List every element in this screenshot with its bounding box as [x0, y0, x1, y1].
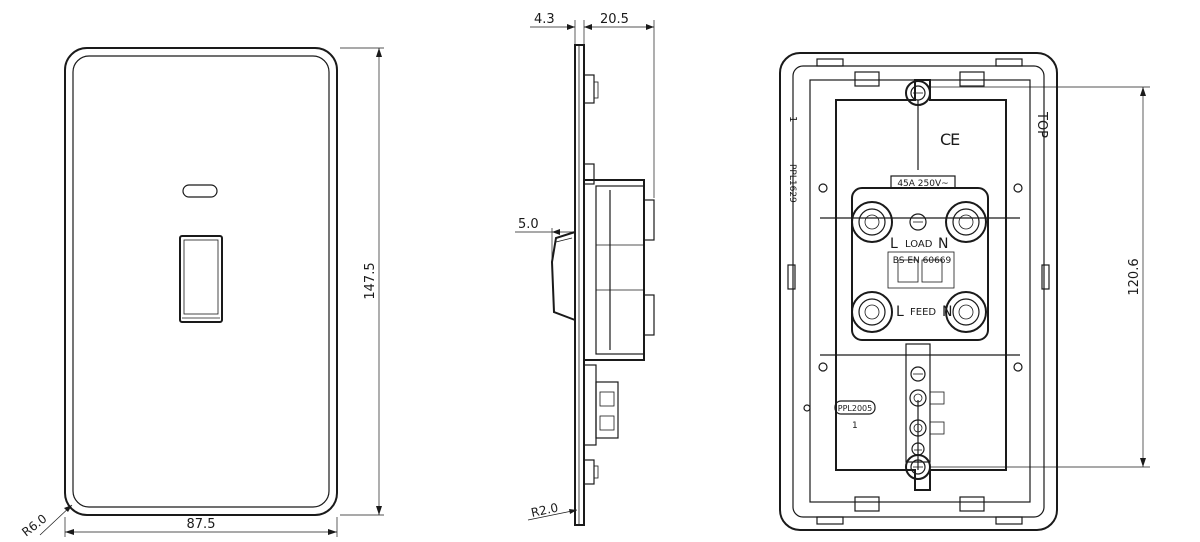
side-view: 4.3 20.5 5.0 R2.0 [515, 12, 655, 526]
side-depth-label: 20.5 [600, 12, 629, 27]
rating-label: 45A 250V~ [897, 179, 948, 189]
fixing-centres-label: 120.6 [1127, 258, 1142, 295]
side-index: 1 [787, 116, 798, 122]
rocker-switch-face [183, 239, 219, 315]
load-neutral-letter: N [938, 236, 948, 252]
side-thickness-dimension: 4.3 [530, 12, 592, 44]
terminal-feed-neutral [945, 291, 987, 333]
rear-module [835, 79, 1007, 491]
earth-terminal-strip [905, 343, 945, 463]
standard-label: BS EN 60669 [893, 256, 952, 266]
side-radius-callout: R2.0 [527, 501, 578, 521]
frame-tabs [787, 58, 1050, 525]
feed-live-letter: L [896, 304, 904, 320]
part-code-box-label: PPL2005 [838, 404, 872, 413]
front-width-dimension: 87.5 [64, 517, 338, 537]
front-plate-outer [64, 47, 338, 516]
indicator-neon [182, 184, 218, 198]
box-index: 1 [852, 421, 858, 431]
terminal-load-neutral [945, 201, 987, 243]
front-width-label: 87.5 [187, 517, 216, 532]
side-depth-dimension: 20.5 [584, 12, 655, 198]
front-height-label: 147.5 [363, 262, 378, 299]
side-part-code: PPL1629 [787, 164, 797, 203]
rear-plate-inner [792, 65, 1045, 518]
fixing-centres-dimension: 120.6 [930, 86, 1150, 468]
terminal-feed-live [851, 291, 893, 333]
feed-label: FEED [910, 307, 936, 318]
side-radius-label: R2.0 [530, 501, 560, 520]
front-plate-inner [72, 55, 330, 508]
side-rocker [550, 231, 576, 321]
rocker-switch [179, 235, 223, 323]
rear-frame [809, 79, 1031, 503]
front-radius-callout: R6.0 [19, 504, 73, 539]
part-code-box [834, 400, 876, 415]
rear-view: 45A 250V~ L LOAD [779, 52, 1150, 531]
side-body [583, 179, 645, 361]
terminal-block [851, 187, 989, 341]
side-plate [574, 44, 585, 526]
load-label: LOAD [905, 239, 933, 250]
load-live-letter: L [890, 236, 898, 252]
fixing-screw-top [905, 80, 931, 106]
feed-neutral-letter: N [942, 304, 952, 320]
rear-plate-outer [779, 52, 1058, 531]
top-marking: TOP [1034, 111, 1049, 138]
terminal-load-live [851, 201, 893, 243]
side-rocker-dimension: 5.0 [515, 217, 575, 260]
front-height-dimension: 147.5 [340, 47, 384, 516]
front-radius-label: R6.0 [19, 511, 49, 539]
side-thickness-label: 4.3 [534, 12, 555, 27]
earth-symbol-icon [911, 442, 925, 456]
side-rocker-label: 5.0 [518, 217, 539, 232]
front-view: 87.5 147.5 R6.0 [19, 47, 384, 539]
ce-mark: CE [940, 130, 960, 149]
